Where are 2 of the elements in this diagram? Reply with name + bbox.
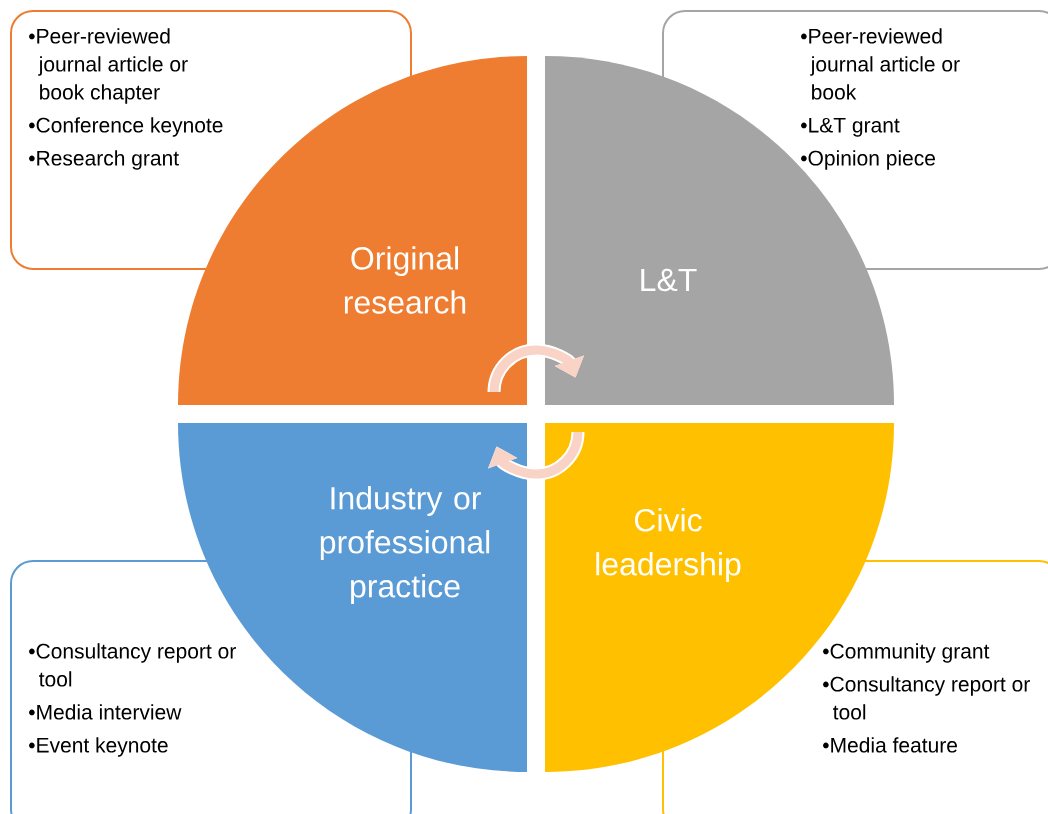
curved-arrow bbox=[488, 431, 585, 481]
curved-arrow bbox=[487, 343, 584, 393]
